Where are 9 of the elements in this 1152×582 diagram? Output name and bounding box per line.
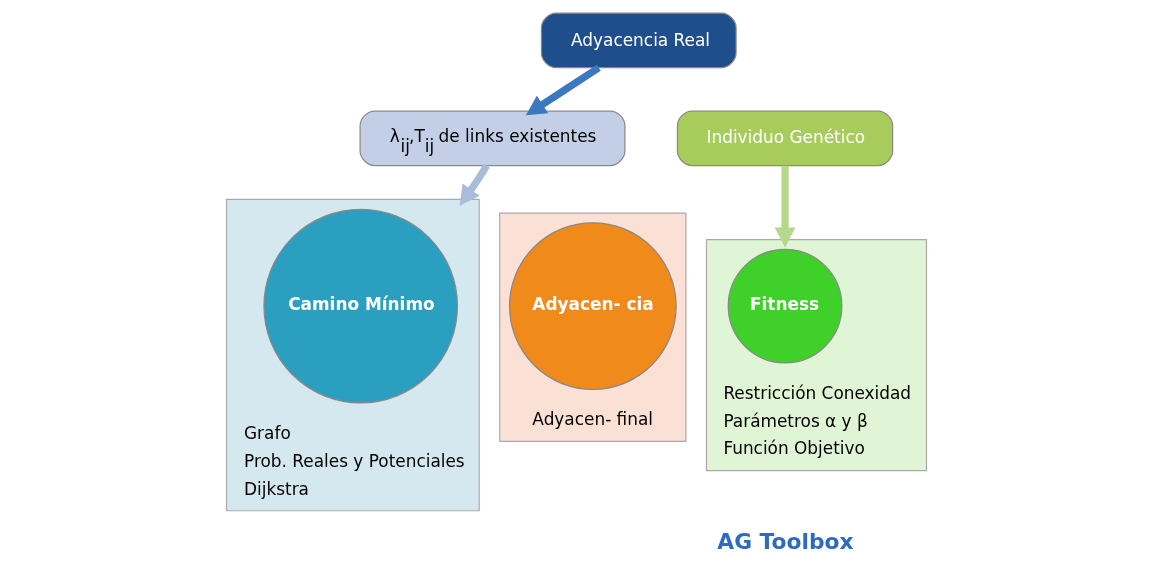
- arrow: [774, 165, 795, 248]
- node-circle: Fitness: [727, 248, 842, 364]
- label: AG Toolbox: [716, 528, 853, 554]
- node-box: Adyacencia Real: [540, 12, 737, 69]
- node-circle: Adyacen- cia: [508, 222, 677, 391]
- node-box: Individuo Genético: [676, 110, 893, 167]
- node-circle: Camino Mínimo: [262, 208, 458, 404]
- arrow: [525, 64, 601, 116]
- arrow: [458, 163, 490, 206]
